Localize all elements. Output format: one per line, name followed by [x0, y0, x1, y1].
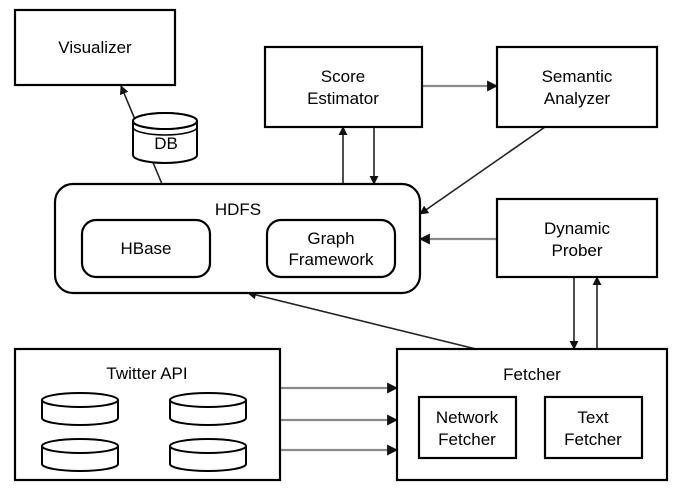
hbase-node: HBase	[80, 218, 212, 279]
dynamic-prober-node: Dynamic Prober	[495, 197, 659, 279]
twitter-db-cylinder-4	[169, 438, 247, 472]
text-fetcher-node: Text Fetcher	[543, 395, 644, 460]
semantic-analyzer-node: Semantic Analyzer	[495, 45, 659, 129]
graph-framework-label-line1: Graph	[307, 229, 354, 248]
score-estimator-label-line2: Estimator	[307, 89, 379, 108]
graph-framework-node: Graph Framework	[265, 218, 397, 279]
twitter-db-cylinder-2	[169, 392, 247, 426]
twitter-db-cylinder-3	[41, 438, 119, 472]
visualizer-label: Visualizer	[58, 38, 132, 57]
twitter-db-cylinder-1	[41, 392, 119, 426]
score-estimator-label-line1: Score	[321, 67, 365, 86]
edge-semantic-analyzer-to-hdfs	[419, 126, 546, 215]
text-fetcher-label-line2: Fetcher	[564, 430, 622, 449]
hbase-label: HBase	[120, 239, 171, 258]
network-fetcher-node: Network Fetcher	[417, 395, 518, 460]
db-label: DB	[154, 134, 178, 153]
network-fetcher-label-line1: Network	[436, 408, 499, 427]
db-cylinder: DB	[132, 112, 198, 164]
edge-fetcher-to-hdfs	[247, 290, 477, 350]
visualizer-node: Visualizer	[13, 8, 177, 87]
dynamic-prober-label-line1: Dynamic	[544, 219, 611, 238]
score-estimator-node: Score Estimator	[263, 45, 424, 129]
text-fetcher-label-line1: Text	[577, 408, 608, 427]
fetcher-label: Fetcher	[503, 365, 561, 384]
network-fetcher-label-line2: Fetcher	[438, 430, 496, 449]
graph-framework-label-line2: Framework	[288, 250, 374, 269]
semantic-analyzer-label-line1: Semantic	[542, 67, 613, 86]
dynamic-prober-label-line2: Prober	[551, 241, 602, 260]
twitter-api-label: Twitter API	[106, 364, 187, 383]
hdfs-label: HDFS	[215, 200, 261, 219]
semantic-analyzer-label-line2: Analyzer	[544, 89, 610, 108]
